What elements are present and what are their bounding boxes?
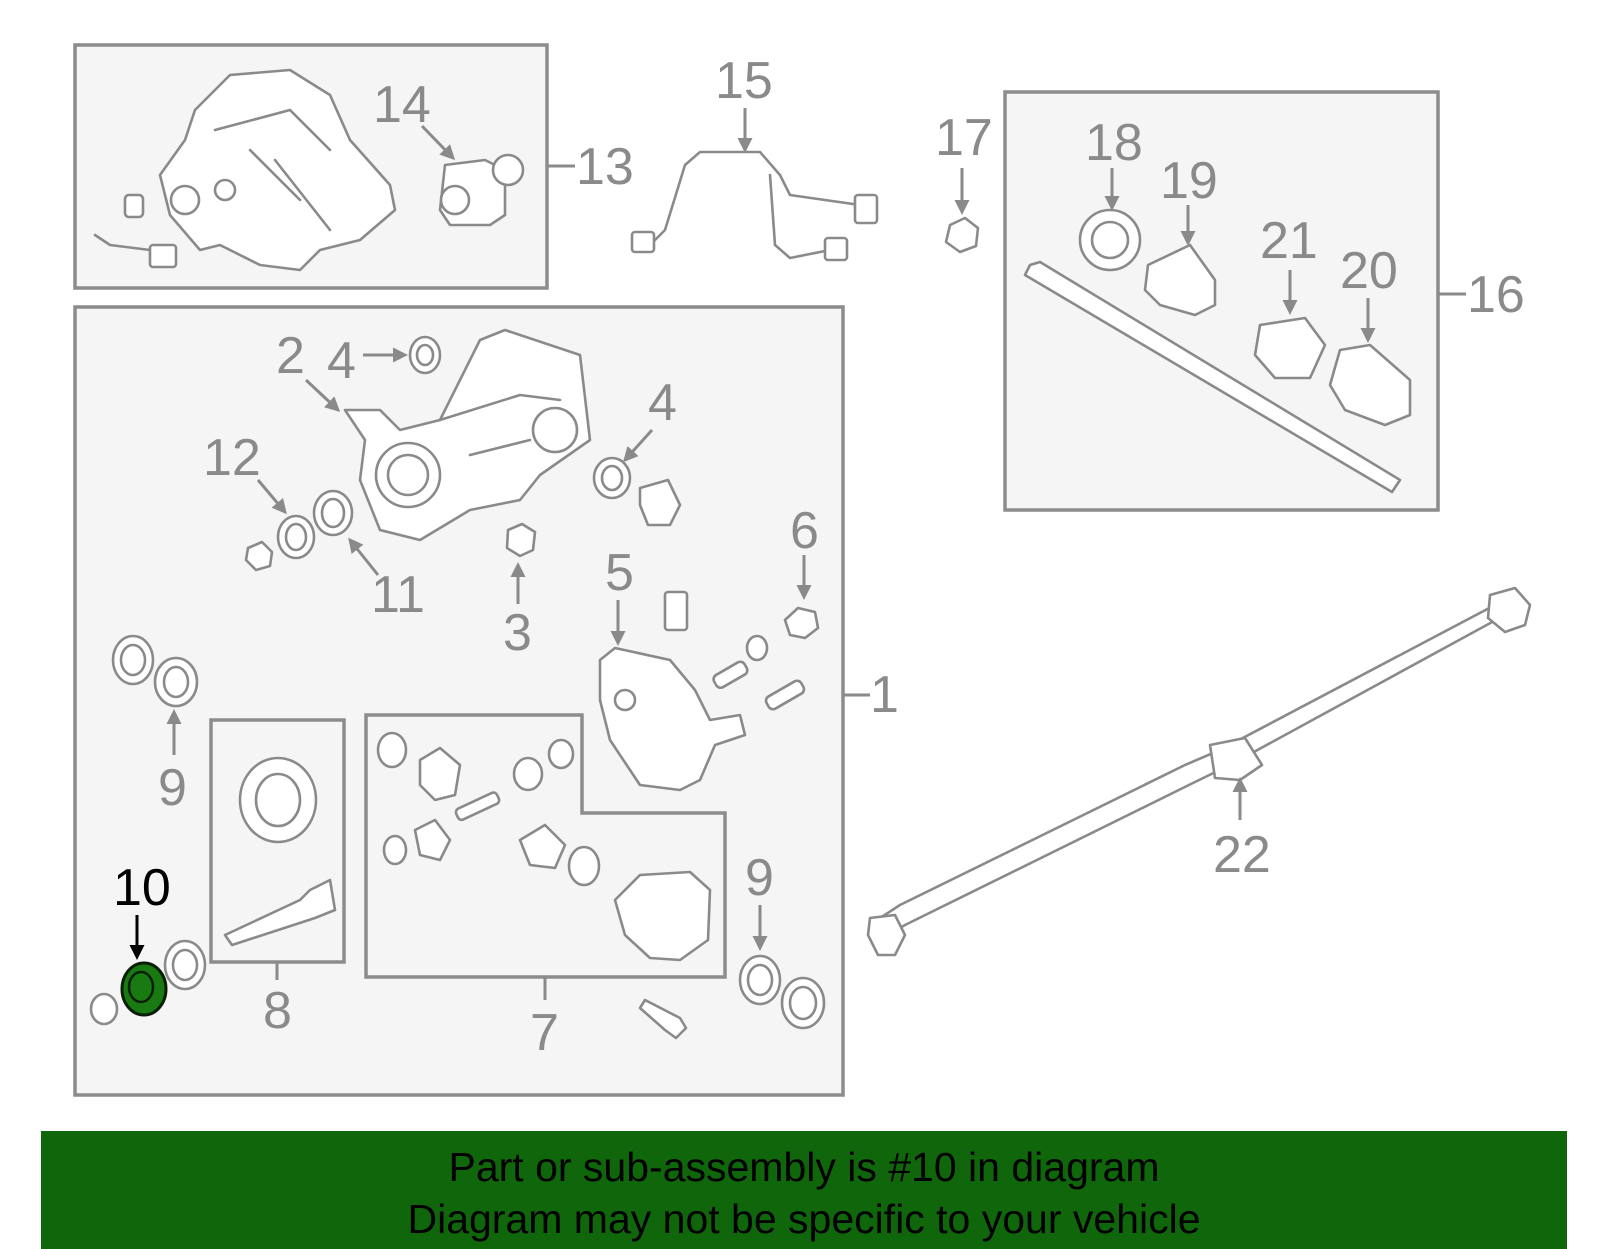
nut-10 xyxy=(89,992,119,1026)
bolt-7 xyxy=(638,998,688,1040)
bearing-11 xyxy=(312,489,354,537)
flange-4 xyxy=(638,478,682,527)
callout-11: 11 xyxy=(371,566,425,624)
callout-20: 20 xyxy=(1340,242,1398,300)
propeller-shaft-22 xyxy=(866,586,1532,957)
seal-4a xyxy=(408,335,442,375)
bearing-9b xyxy=(738,954,782,1006)
callout-12: 12 xyxy=(203,429,261,487)
callout-15: 15 xyxy=(715,52,773,110)
banner-line-1: Part or sub-assembly is #10 in diagram xyxy=(448,1144,1160,1190)
callout-7: 7 xyxy=(530,1004,559,1062)
callout-21: 21 xyxy=(1260,212,1318,270)
callout-17: 17 xyxy=(935,109,993,167)
axle-shaft-16 xyxy=(1023,208,1412,494)
callout-9a: 9 xyxy=(158,759,187,817)
seal-4b xyxy=(592,456,632,500)
ring-and-pinion-8 xyxy=(223,756,337,947)
callout-9b: 9 xyxy=(745,849,774,907)
differential-housing-2 xyxy=(343,328,592,542)
sensor-5 xyxy=(663,590,689,632)
rear-cover-5 xyxy=(598,646,747,792)
nut-12 xyxy=(244,540,274,572)
callout-14: 14 xyxy=(373,76,431,134)
banner-line-2: Diagram may not be specific to your vehi… xyxy=(407,1196,1201,1242)
differential-gears-7 xyxy=(376,731,712,962)
seal-9a xyxy=(111,634,155,686)
wiring-harness-15 xyxy=(630,150,879,262)
callout-10: 10 xyxy=(113,859,171,917)
callout-1: 1 xyxy=(870,666,899,724)
nut-17 xyxy=(944,216,980,254)
callout-4a: 4 xyxy=(327,332,356,390)
seal-12 xyxy=(276,514,316,560)
drain-plug-6 xyxy=(783,606,820,640)
callout-16: 16 xyxy=(1467,266,1525,324)
part-10-highlighted[interactable] xyxy=(120,961,168,1017)
bearing-9a xyxy=(153,656,199,708)
callout-13: 13 xyxy=(576,138,634,196)
breather-3 xyxy=(505,522,537,558)
bearing-8 xyxy=(163,939,207,991)
callout-2: 2 xyxy=(276,327,305,385)
differential-carrier-assembly-13 xyxy=(93,68,397,272)
callout-3: 3 xyxy=(503,604,532,662)
callout-19: 19 xyxy=(1160,152,1218,210)
actuator-14 xyxy=(438,153,525,227)
callout-5: 5 xyxy=(605,544,634,602)
callout-4b: 4 xyxy=(648,374,677,432)
callout-6: 6 xyxy=(790,502,819,560)
seal-9b xyxy=(780,976,826,1030)
callout-22: 22 xyxy=(1213,826,1271,884)
callout-18: 18 xyxy=(1085,114,1143,172)
info-banner: Part or sub-assembly is #10 in diagram D… xyxy=(41,1131,1567,1249)
callout-8: 8 xyxy=(263,982,292,1040)
